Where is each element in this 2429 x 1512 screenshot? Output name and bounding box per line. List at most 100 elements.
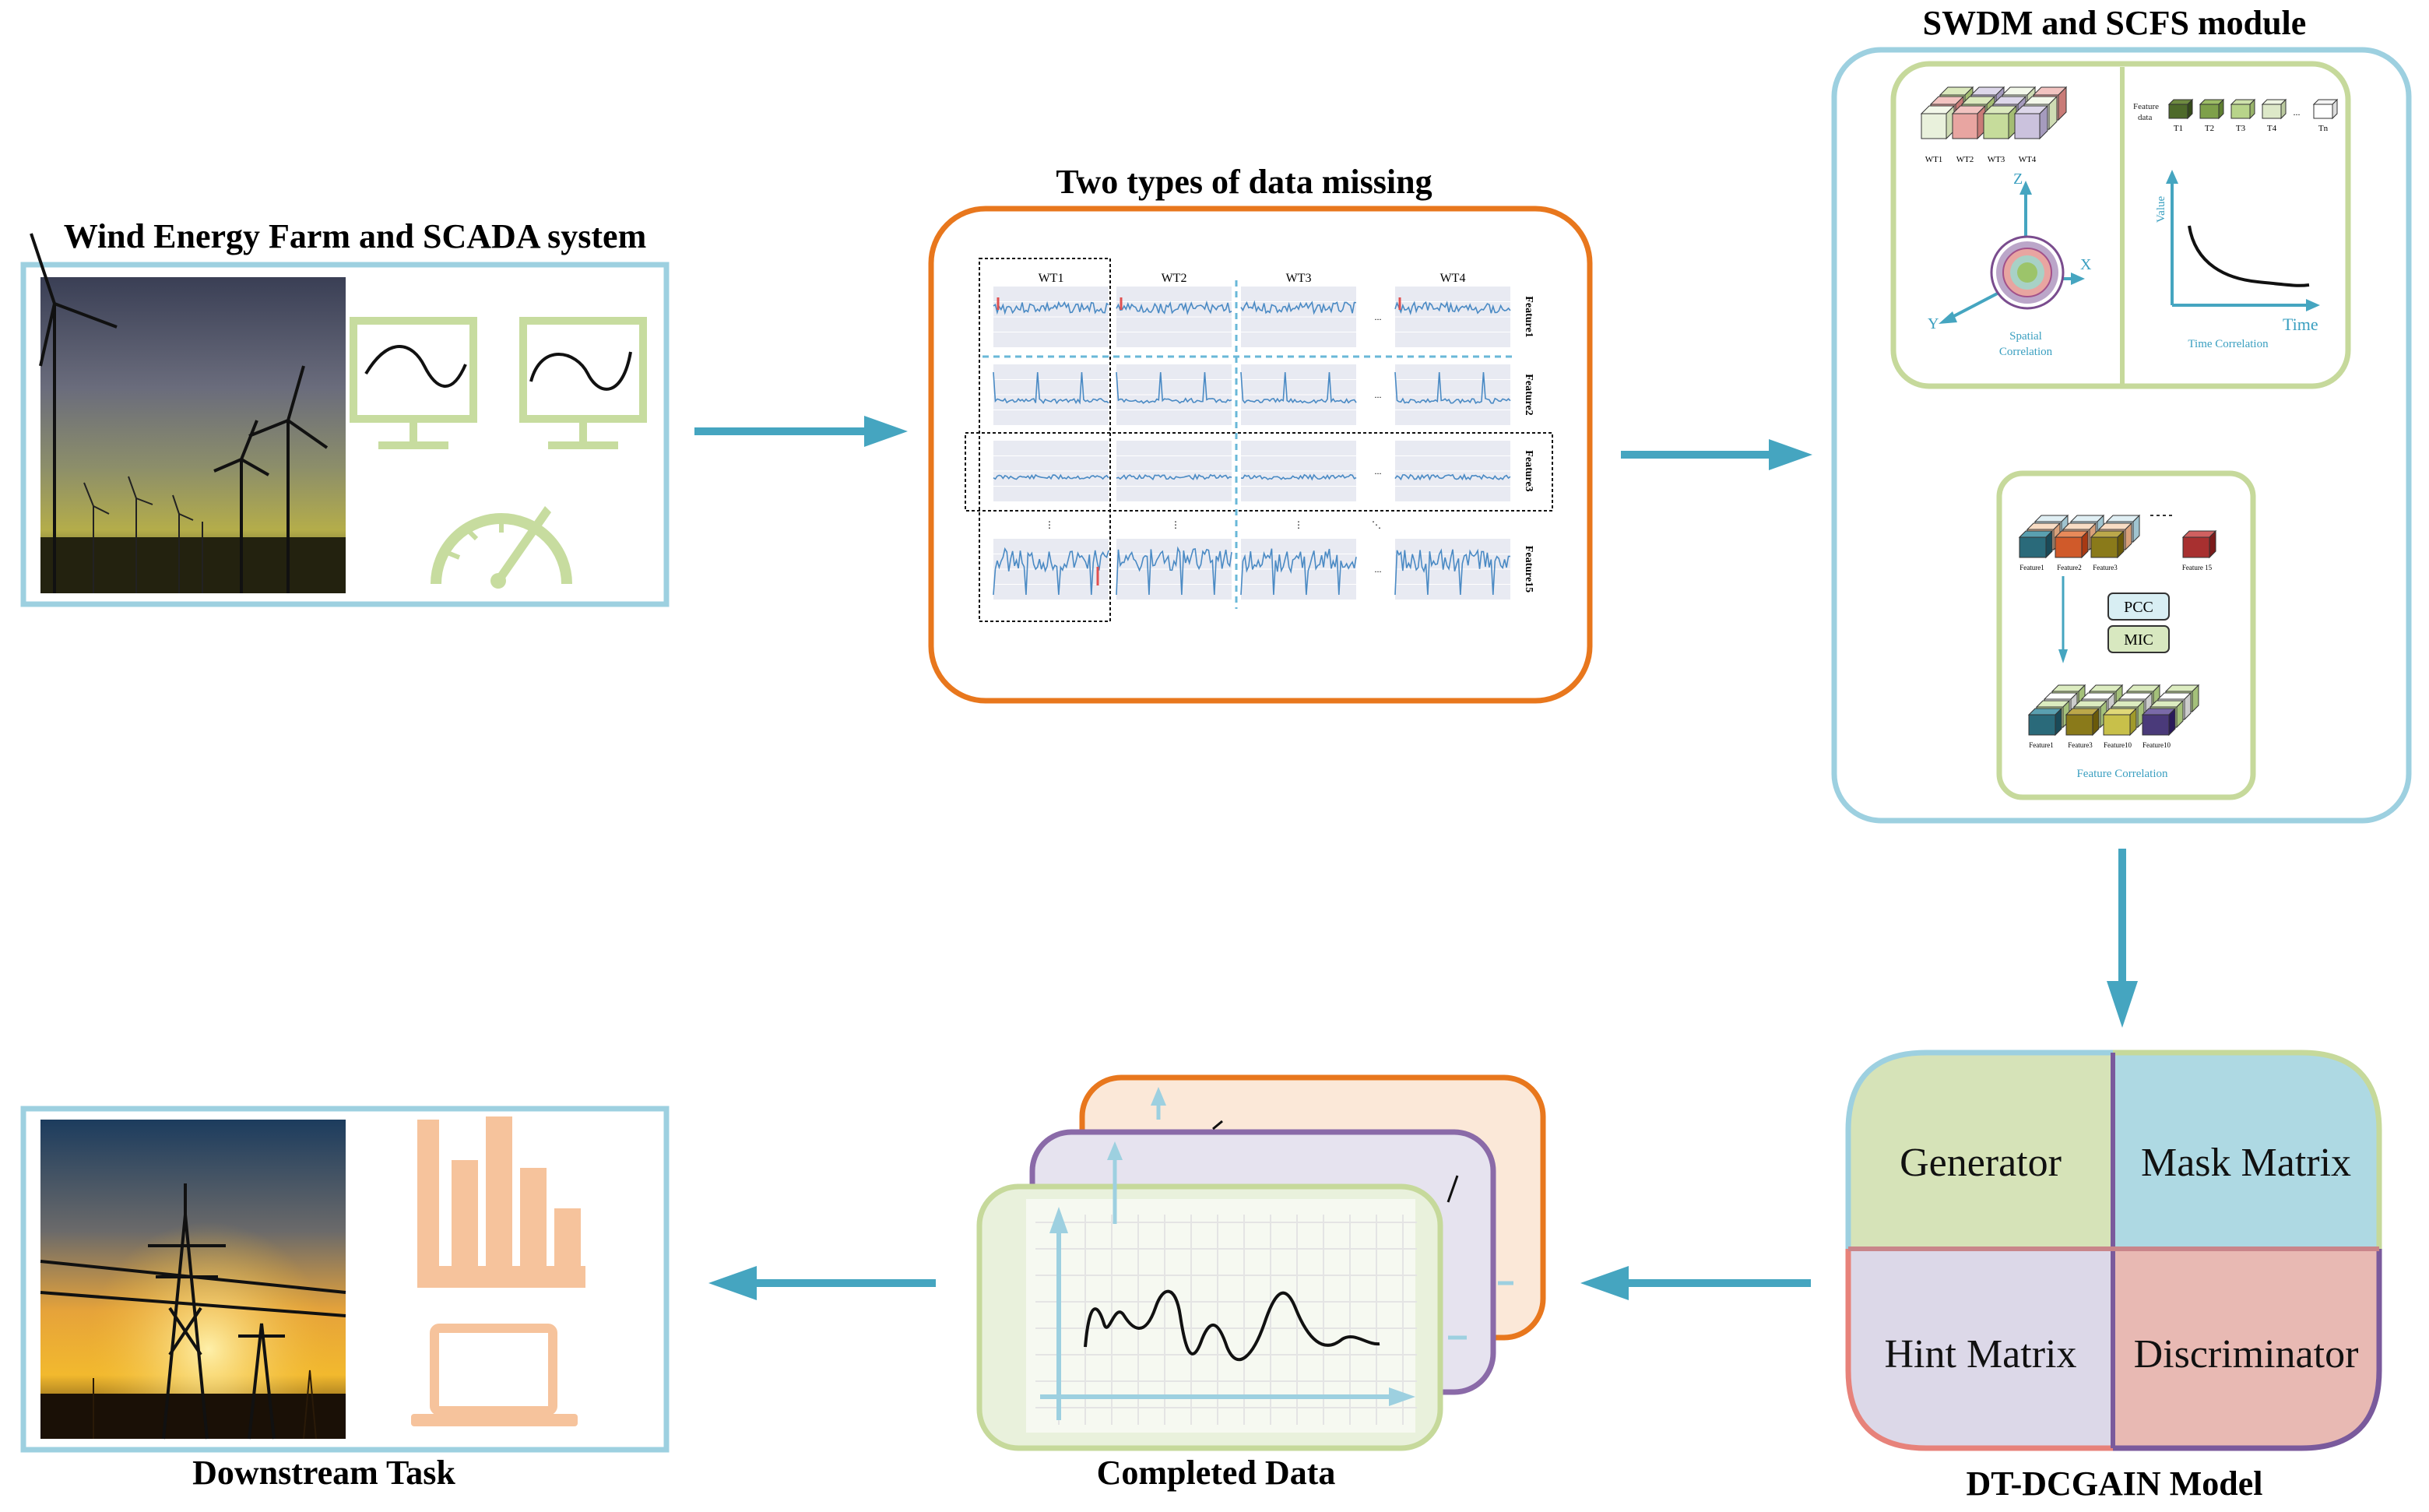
row-label-feature15: Feature15 [1523,546,1534,592]
vdots-label: ⋮ [1045,519,1054,530]
ellipsis-label: ... [1375,564,1382,575]
dtdcgain-title: DT-DCGAIN Model [1967,1465,2263,1503]
power-tower-photo [40,1120,346,1440]
row-label-feature1: Feature1 [1523,296,1534,337]
downstream-panel: Downstream Task [20,1106,670,1492]
time-step-cubes: T1 T2 T3 T4 Tn... [2167,98,2339,133]
column-label-wt4: WT4 [1440,272,1466,285]
wt-cube-label: WT2 [1956,155,1974,164]
wind-turbine-photo [30,233,346,593]
wt-cube-stack: WT1 WT2 WT3 WT4 [1920,86,2068,164]
flow-arrow [694,416,908,447]
laptop-icon [411,1324,578,1426]
series-thumbnail [993,364,1109,425]
feature-data-label-1: Feature [2133,102,2159,111]
time-step-label: T4 [2267,124,2277,133]
vdots-label: ⋮ [1294,519,1303,530]
time-axis-label: Time [2283,315,2318,334]
wt-cube-label: WT1 [1925,155,1943,164]
monitor-icon [350,317,477,449]
downstream-title: Downstream Task [192,1454,455,1492]
wind-farm-title: Wind Energy Farm and SCADA system [64,217,646,255]
flow-arrow [708,1266,936,1300]
axis-y-label: Y [1928,315,1939,332]
ellipsis-label: ... [1375,389,1382,400]
row-label-feature3: Feature3 [1523,450,1534,491]
ellipsis-label: ... [1375,466,1382,476]
series-thumbnail [1116,539,1232,600]
feature-bottom-label: Feature10 [2143,741,2171,749]
feature-correlation-caption: Feature Correlation [2076,768,2168,780]
time-correlation-caption: Time Correlation [2188,338,2269,350]
missing-column-box [979,258,1111,622]
series-thumbnail [1240,441,1357,501]
time-correlation-plot [2166,170,2320,311]
axis-x-label: X [2080,256,2092,273]
series-thumbnail [1394,441,1511,501]
vdots-label: ⋱ [1372,519,1381,530]
vdots-label: ⋮ [1171,519,1180,530]
feature-top-label: Feature1 [2019,564,2044,571]
hint-matrix-cell [1848,1249,2113,1448]
wt-cube-label: WT3 [1988,155,2005,164]
series-thumbnail [1394,539,1511,600]
mic-label: MIC [2124,631,2153,649]
discriminator-label: Discriminator [2134,1332,2359,1377]
series-thumbnail [993,539,1109,600]
feature-bottom-label: Feature3 [2068,741,2093,749]
mask-matrix-label: Mask Matrix [2141,1141,2351,1185]
series-thumbnail [1240,539,1357,600]
swdm-title: SWDM and SCFS module [1923,4,2307,42]
series-thumbnail [1116,441,1232,501]
dtdcgain-model: Generator Mask Matrix Hint Matrix Discri… [1845,1050,2382,1503]
wind-farm-panel: Wind Energy Farm and SCADA system [20,217,670,607]
feature-top-label: Feature 15 [2182,564,2213,571]
series-thumbnail [1394,287,1511,347]
hint-matrix-label: Hint Matrix [1885,1332,2077,1377]
feature-bottom-label: Feature10 [2104,741,2132,749]
mask-matrix-cell [2113,1053,2379,1249]
generator-label: Generator [1900,1141,2062,1185]
series-thumbnail [1240,287,1357,347]
generator-cell [1848,1053,2113,1249]
time-step-label: T1 [2174,124,2183,133]
series-thumbnail [1116,287,1232,347]
feature-cubes-top: Feature1 Feature2 Feature3 Feature 15 [2018,514,2217,571]
time-step-label: Tn [2318,124,2329,133]
feature-data-label-2: data [2138,113,2152,122]
row-label-feature2: Feature2 [1523,374,1534,415]
series-thumbnail [993,287,1109,347]
feature-top-label: Feature2 [2057,564,2082,571]
pcc-mic-box [2107,592,2170,653]
time-step-label: T2 [2205,124,2214,133]
data-card-front [976,1183,1443,1451]
feature-cubes-bottom: Feature1 Feature3 Feature10 Feature10 [2027,684,2200,749]
value-axis-label: Value [2155,196,2167,223]
flow-arrow [1580,1266,1811,1300]
series-thumbnail [1240,364,1357,425]
column-label-wt3: WT3 [1286,272,1312,285]
monitor-icon [519,317,647,449]
bar-chart-icon [417,1116,585,1288]
feature-bottom-label: Feature1 [2029,741,2054,749]
pcc-label: PCC [2124,599,2153,616]
gauge-icon [431,506,572,589]
time-step-label: T3 [2236,124,2246,133]
discriminator-cell [2113,1249,2379,1448]
selection-arrow [2058,576,2068,663]
feature-top-label: Feature3 [2093,564,2118,571]
flow-arrow [1621,439,1812,470]
spatial-label-2: Correlation [1999,346,2053,358]
axis-z-label: Z [2013,171,2023,188]
time-ellipsis: ... [2294,107,2301,118]
ellipsis-label: ... [1375,311,1382,322]
spatial-axes [1939,181,2085,324]
series-thumbnail [993,441,1109,501]
column-label-wt2: WT2 [1162,272,1187,285]
wt-cube-label: WT4 [2019,155,2037,164]
flow-arrow [2107,849,2138,1028]
series-thumbnail [1116,364,1232,425]
